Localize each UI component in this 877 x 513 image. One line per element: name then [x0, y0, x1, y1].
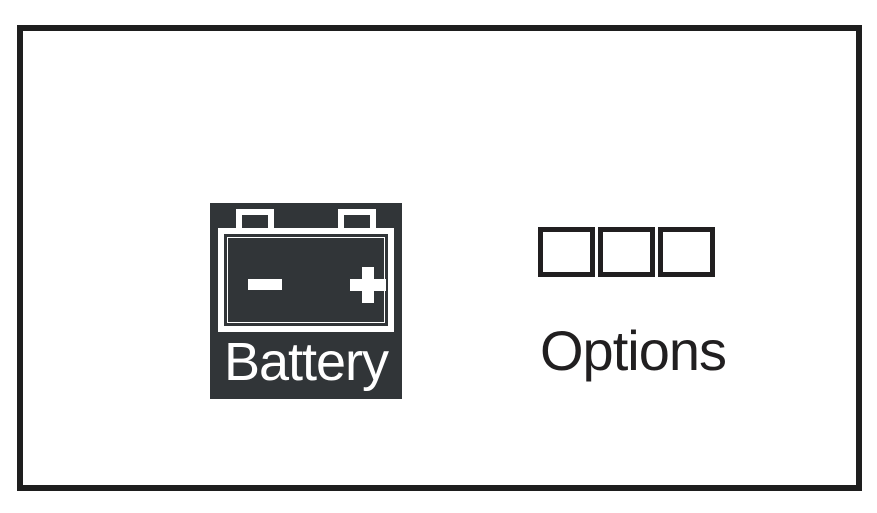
content-frame: Battery Options: [17, 25, 862, 491]
battery-negative-terminal-icon: [236, 209, 274, 229]
options-label: Options: [540, 319, 727, 382]
battery-body-icon: [218, 228, 394, 332]
option-square-1[interactable]: [538, 227, 595, 277]
battery-positive-terminal-icon: [338, 209, 376, 229]
options-squares-row: [538, 227, 748, 277]
battery-label: Battery: [223, 332, 389, 392]
battery-icon-tile[interactable]: Battery: [210, 203, 402, 399]
option-square-3[interactable]: [658, 227, 715, 277]
options-group: Options: [538, 227, 748, 381]
plus-sign-icon: [350, 267, 386, 303]
minus-sign-icon: [248, 279, 282, 290]
option-square-2[interactable]: [598, 227, 655, 277]
